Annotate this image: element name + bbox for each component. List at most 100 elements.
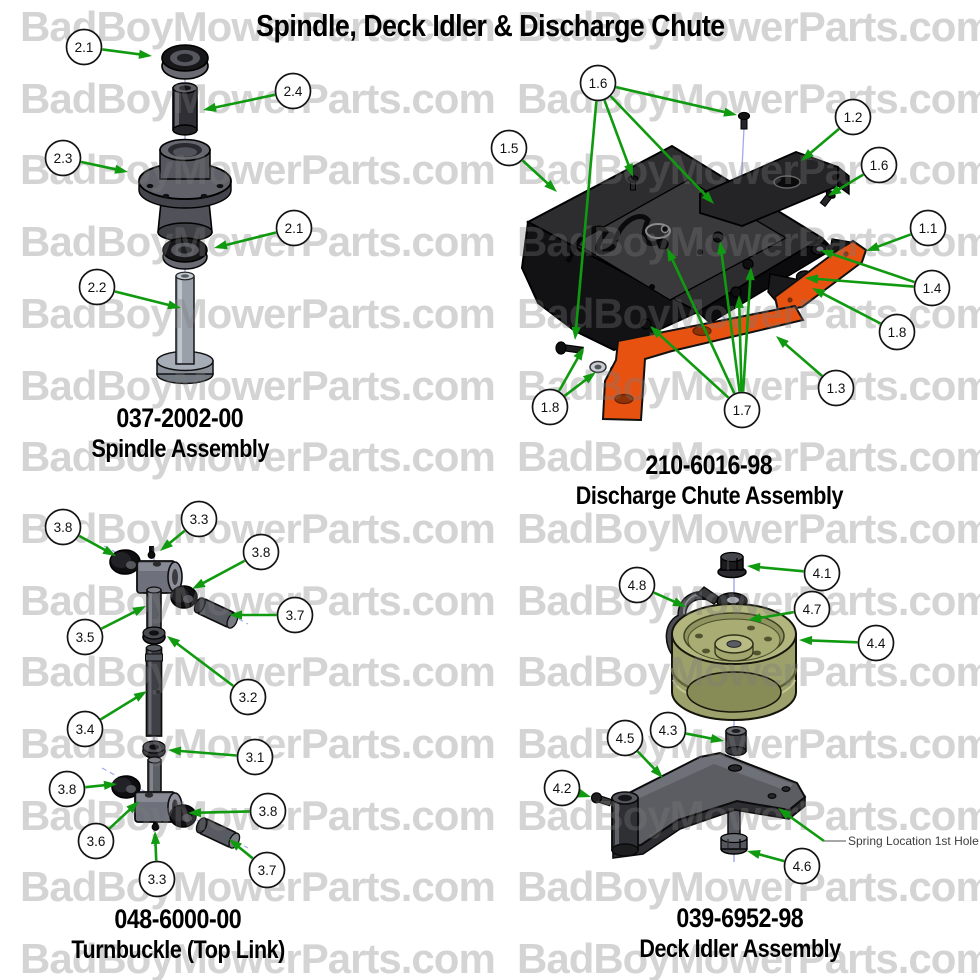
callout-arrow-line <box>609 95 708 197</box>
spindle-part-name: Spindle Assembly <box>91 434 269 463</box>
callout-number: 1.6 <box>870 158 889 173</box>
bracket-hole <box>843 251 849 257</box>
callout-number: 2.4 <box>284 84 303 99</box>
callout-number: 1.8 <box>888 325 907 340</box>
callout-arrowhead <box>828 185 842 196</box>
callout-arrow-line <box>836 173 864 192</box>
callout-number: 3.8 <box>252 545 271 560</box>
callout-3.6: 3.6 <box>77 801 139 860</box>
callout-arrowhead <box>745 267 755 281</box>
callout-1.7: 1.7 <box>650 241 761 429</box>
page-title-text: Spindle, Deck Idler & Discharge Chute <box>255 8 725 43</box>
callout-arrow-line <box>670 257 736 394</box>
callout-arrow-line <box>557 355 580 392</box>
callout-arrowhead <box>672 597 686 607</box>
callout-bubble <box>236 738 274 776</box>
callout-3.8: 3.8 <box>192 533 280 589</box>
callout-arrow-line <box>78 534 107 552</box>
callout-number: 2.1 <box>285 221 304 236</box>
callout-arrowhead <box>747 562 761 572</box>
callout-bubble <box>803 554 841 592</box>
turnbuckle-diagram <box>101 545 249 849</box>
callout-arrowhead <box>748 613 762 623</box>
callout-arrowhead <box>801 149 814 161</box>
callout-number: 3.1 <box>246 750 265 765</box>
callout-1.8: 1.8 <box>531 347 596 426</box>
callout-bubble <box>878 313 916 351</box>
callout-arrowhead <box>167 636 181 648</box>
discharge-part-number: 210-6016-98 <box>645 450 773 480</box>
callout-arrowhead <box>102 545 116 556</box>
callout-number: 1.3 <box>827 381 846 396</box>
callout-bubble <box>77 822 115 860</box>
callout-bubble <box>579 64 617 102</box>
callout-1.2: 1.2 <box>801 98 872 161</box>
callout-arrowhead <box>723 107 737 117</box>
callout-1.8: 1.8 <box>812 288 916 351</box>
deck-idler-label: 039-6952-98 Deck Idler Assembly <box>540 903 940 964</box>
callout-3.4: 3.4 <box>66 691 147 748</box>
callout-bubble <box>248 851 286 889</box>
callout-number: 3.3 <box>148 872 167 887</box>
callout-arrow-line <box>757 852 785 863</box>
callout-3.7: 3.7 <box>229 596 314 634</box>
callout-bubble <box>44 139 82 177</box>
callout-arrowhead <box>776 336 789 348</box>
callout-bubble <box>48 770 86 808</box>
deck-idler-part-number: 039-6952-98 <box>676 903 804 933</box>
callout-number: 2.2 <box>88 280 107 295</box>
callout-number: 1.4 <box>923 281 942 296</box>
callout-1.6: 1.6 <box>571 64 737 340</box>
callout-bubble <box>276 596 314 634</box>
callout-1.5: 1.5 <box>490 129 557 192</box>
callout-bubble <box>490 129 528 167</box>
callout-number: 3.6 <box>87 834 106 849</box>
discharge-part-name: Discharge Chute Assembly <box>575 481 843 510</box>
callout-bubble <box>618 566 656 604</box>
turnbuckle-part-name: Turnbuckle (Top Link) <box>71 935 285 964</box>
callout-arrowhead <box>820 249 834 259</box>
bracket-hole <box>787 297 793 303</box>
callout-arrowhead <box>667 248 677 262</box>
callout-bubble <box>909 209 947 247</box>
callout-arrowhead <box>866 242 880 251</box>
callout-number: 4.5 <box>616 731 635 746</box>
callout-bubble <box>531 388 569 426</box>
callout-4.5: 4.5 <box>606 719 663 778</box>
callout-arrow-line <box>741 277 752 392</box>
callout-arrowhead <box>701 191 714 204</box>
callout-arrowhead <box>188 808 202 818</box>
callout-arrow-line <box>154 841 158 861</box>
callout-3.8: 3.8 <box>44 508 116 556</box>
callout-arrowhead <box>544 179 557 192</box>
chute-hole <box>649 284 655 290</box>
callout-arrow-line <box>786 813 825 843</box>
callout-arrowhead <box>805 274 819 284</box>
callout-arrow-line <box>563 377 589 397</box>
callout-arrowhead <box>582 372 596 384</box>
callout-arrow-line <box>114 290 171 307</box>
callout-4.4: 4.4 <box>799 624 895 662</box>
callout-arrowhead <box>812 288 826 299</box>
callout-3.8: 3.8 <box>48 770 117 808</box>
callout-arrowhead <box>150 831 161 845</box>
turnbuckle-lower-end <box>111 756 241 849</box>
callout-arrow-line <box>758 610 794 620</box>
callout-arrow-line <box>178 749 237 757</box>
callout-number: 4.1 <box>813 566 832 581</box>
callout-bubble <box>543 769 581 807</box>
callout-number: 3.5 <box>76 630 95 645</box>
callout-arrow-line <box>213 93 276 109</box>
callout-arrowhead <box>650 765 663 778</box>
spindle-lower-bearing <box>162 237 208 270</box>
callout-2.4: 2.4 <box>203 72 312 112</box>
callout-arrowhead <box>214 240 228 250</box>
callout-1.6: 1.6 <box>828 146 898 196</box>
callout-bubble <box>913 269 951 307</box>
callout-number: 1.1 <box>919 221 938 236</box>
callout-4.8: 4.8 <box>618 566 686 607</box>
callout-3.3: 3.3 <box>160 500 218 551</box>
callout-arrow-line <box>636 750 657 771</box>
